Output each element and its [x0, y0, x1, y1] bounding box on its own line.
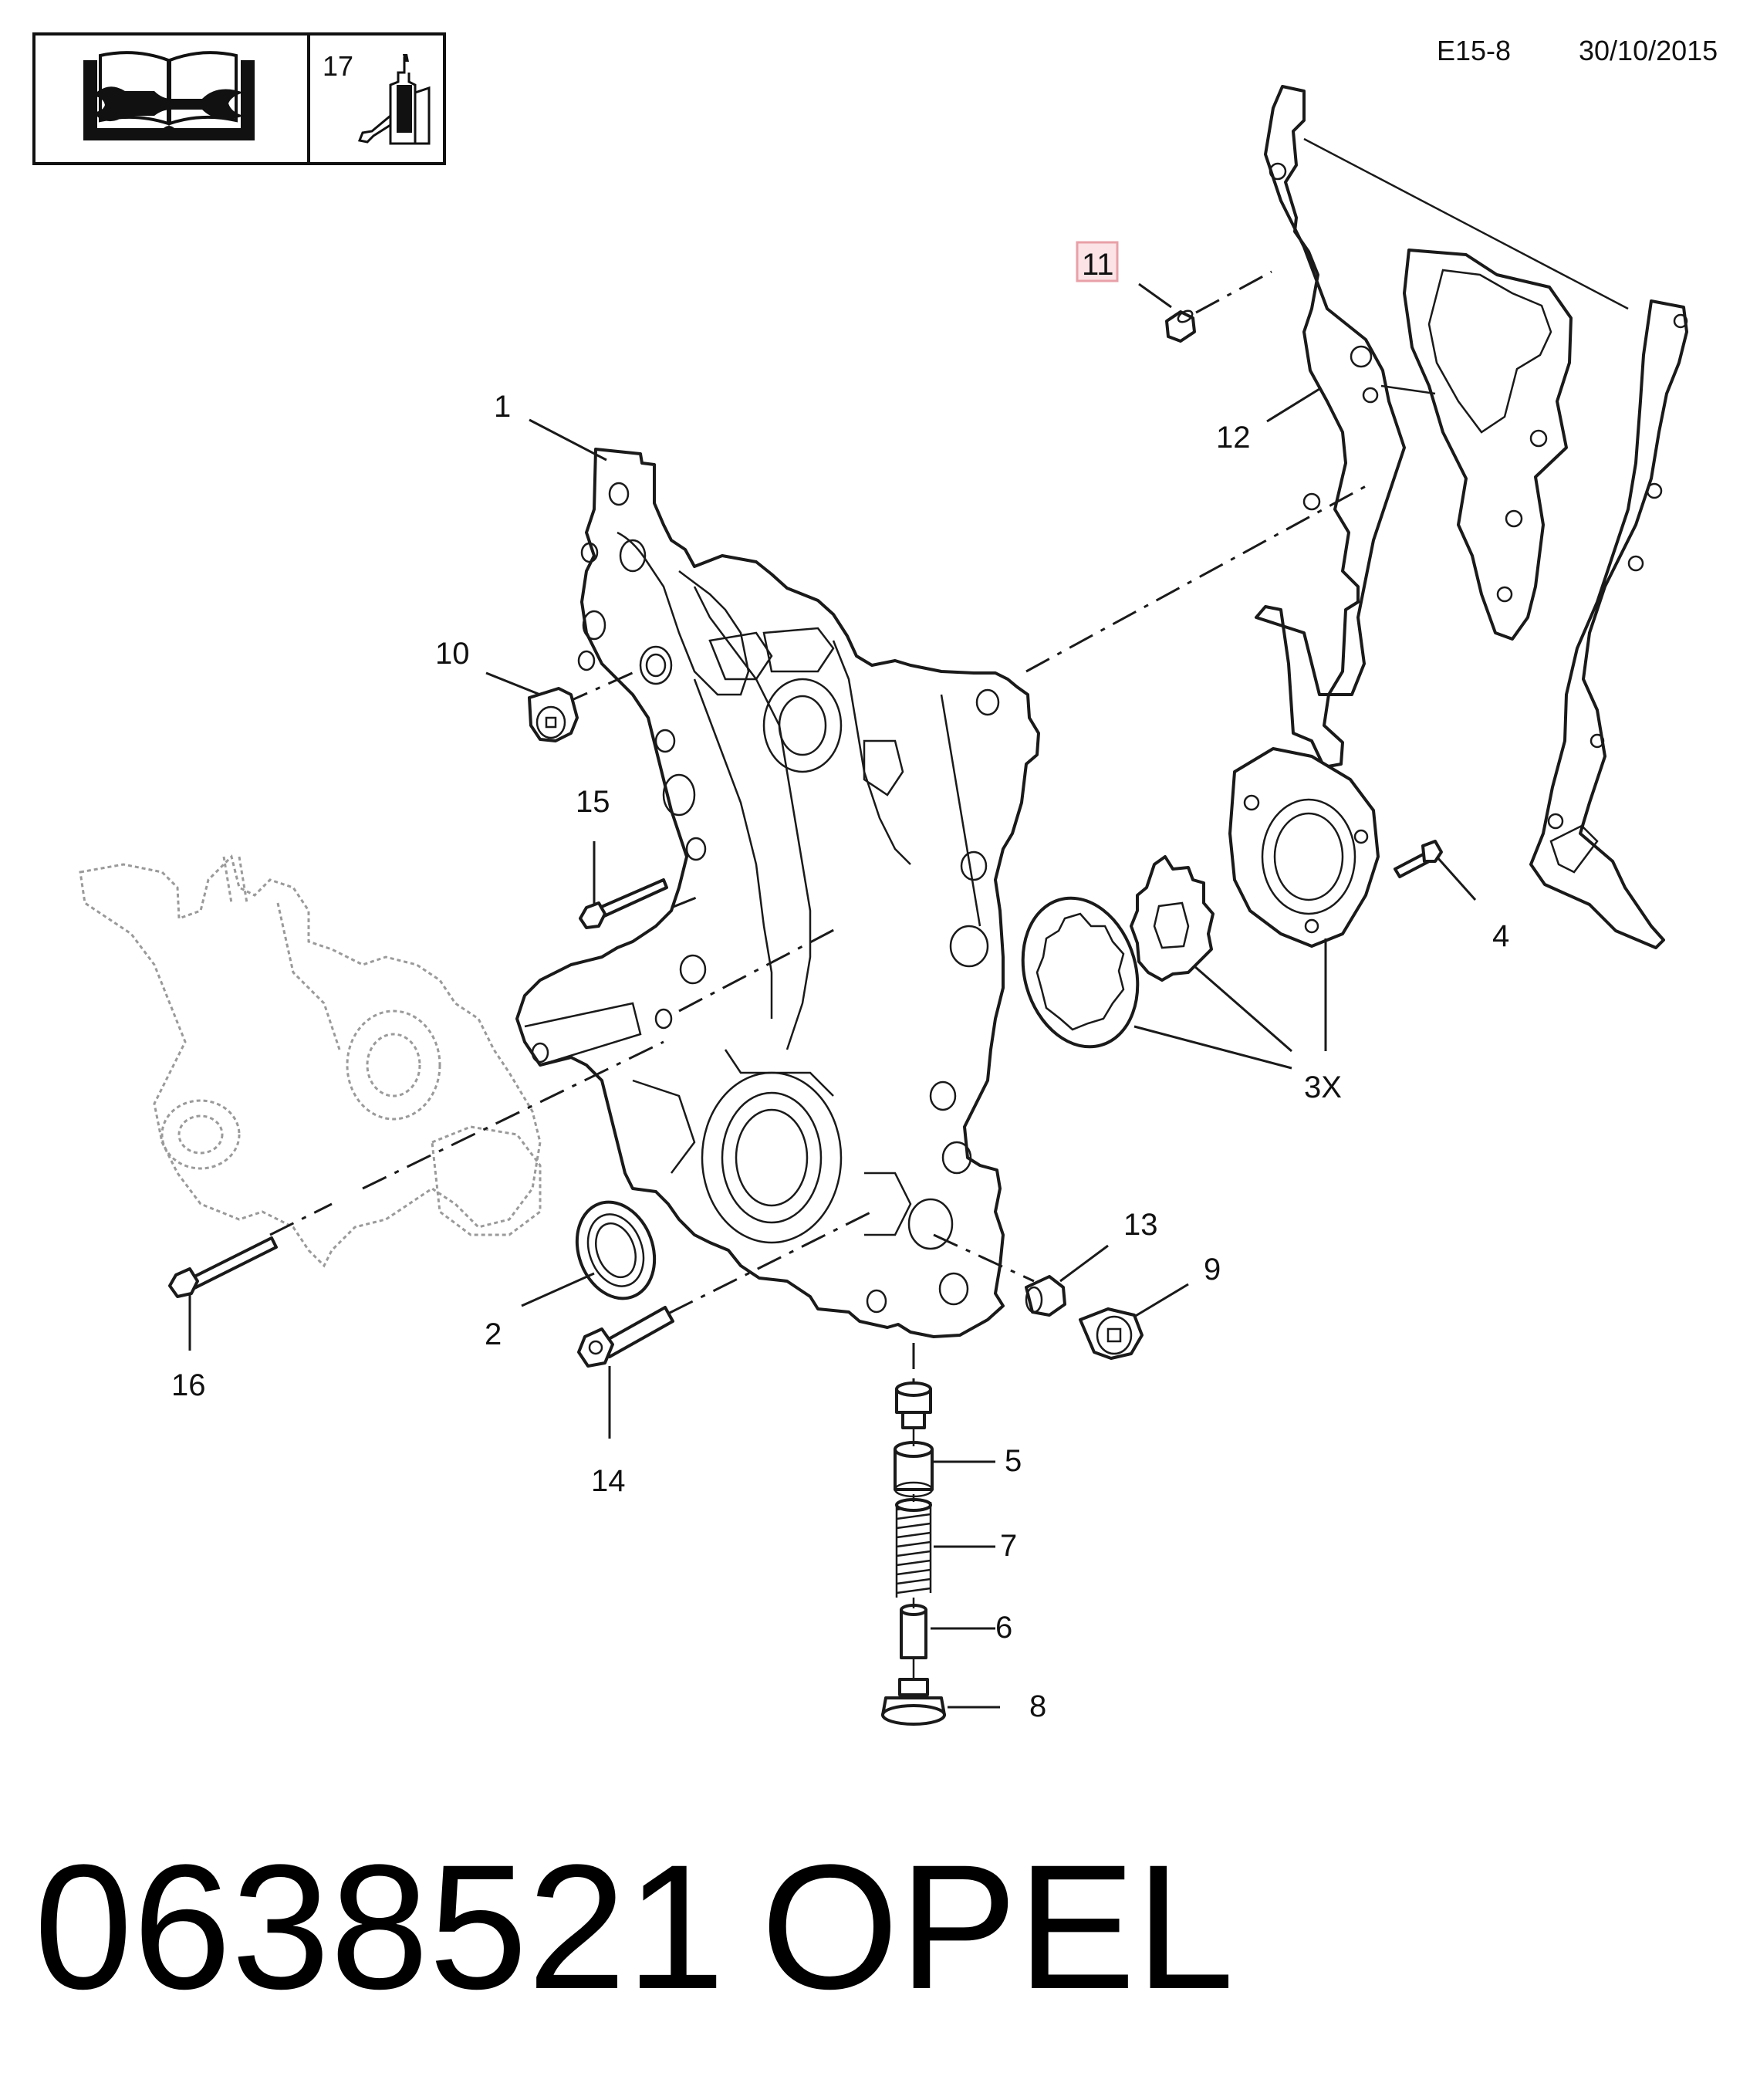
crankshaft-seal — [575, 1200, 657, 1300]
callout-11[interactable]: 11 — [1082, 248, 1114, 282]
relief-piston — [894, 1441, 934, 1498]
callout-16[interactable]: 16 — [171, 1368, 206, 1402]
manual-wrench-icon — [83, 51, 255, 140]
callout-13[interactable]: 13 — [1123, 1208, 1158, 1242]
water-pump-ghost — [79, 854, 542, 1268]
timing-cover — [515, 448, 1040, 1338]
diagram-date: 30/10/2015 — [1579, 35, 1718, 66]
leader-lines — [188, 282, 1477, 1709]
bolt-15 — [579, 878, 668, 929]
callout-5[interactable]: 5 — [1005, 1444, 1022, 1478]
dowel-pin — [1165, 309, 1196, 343]
callout-4[interactable]: 4 — [1492, 919, 1509, 953]
diagram-code: E15-8 — [1437, 35, 1511, 66]
oil-pump-plate — [1228, 747, 1380, 948]
callout-14[interactable]: 14 — [591, 1464, 626, 1498]
relief-pin — [900, 1604, 927, 1659]
timing-cover-gasket — [1255, 85, 1688, 949]
oil-pump-outer-rotor — [1021, 896, 1140, 1049]
sealant-bottle-icon — [357, 54, 431, 145]
brand-name: OPEL — [761, 1828, 1235, 2026]
relief-plug — [881, 1678, 946, 1726]
relief-spring — [895, 1498, 932, 1598]
callout-15[interactable]: 15 — [576, 785, 610, 819]
info-box: 17 — [32, 32, 446, 165]
callout-6[interactable]: 6 — [995, 1611, 1012, 1645]
plug-9 — [1079, 1307, 1144, 1360]
callout-1[interactable]: 1 — [494, 390, 511, 424]
part-number: 0638521 — [34, 1828, 725, 2026]
callout-2[interactable]: 2 — [485, 1317, 502, 1351]
bolt-14 — [577, 1306, 674, 1368]
dowel-axis-line — [1195, 270, 1272, 314]
relief-valve-cap — [895, 1381, 932, 1429]
callout-7[interactable]: 7 — [1000, 1529, 1017, 1563]
bolt-16 — [168, 1236, 278, 1298]
callout-11-highlight — [1076, 241, 1119, 282]
assembly-lines — [269, 485, 1367, 1389]
plug-10 — [528, 687, 579, 742]
callout-3x[interactable]: 3X — [1304, 1070, 1342, 1104]
oil-pump-inner-rotor — [1130, 855, 1215, 982]
callout-9[interactable]: 9 — [1204, 1253, 1221, 1287]
bolt-4 — [1394, 840, 1443, 878]
callout-10[interactable]: 10 — [435, 637, 470, 671]
callout-12[interactable]: 12 — [1216, 421, 1251, 455]
box-number: 17 — [323, 50, 353, 82]
callout-8[interactable]: 8 — [1029, 1689, 1046, 1723]
sleeve-13 — [1025, 1275, 1066, 1317]
